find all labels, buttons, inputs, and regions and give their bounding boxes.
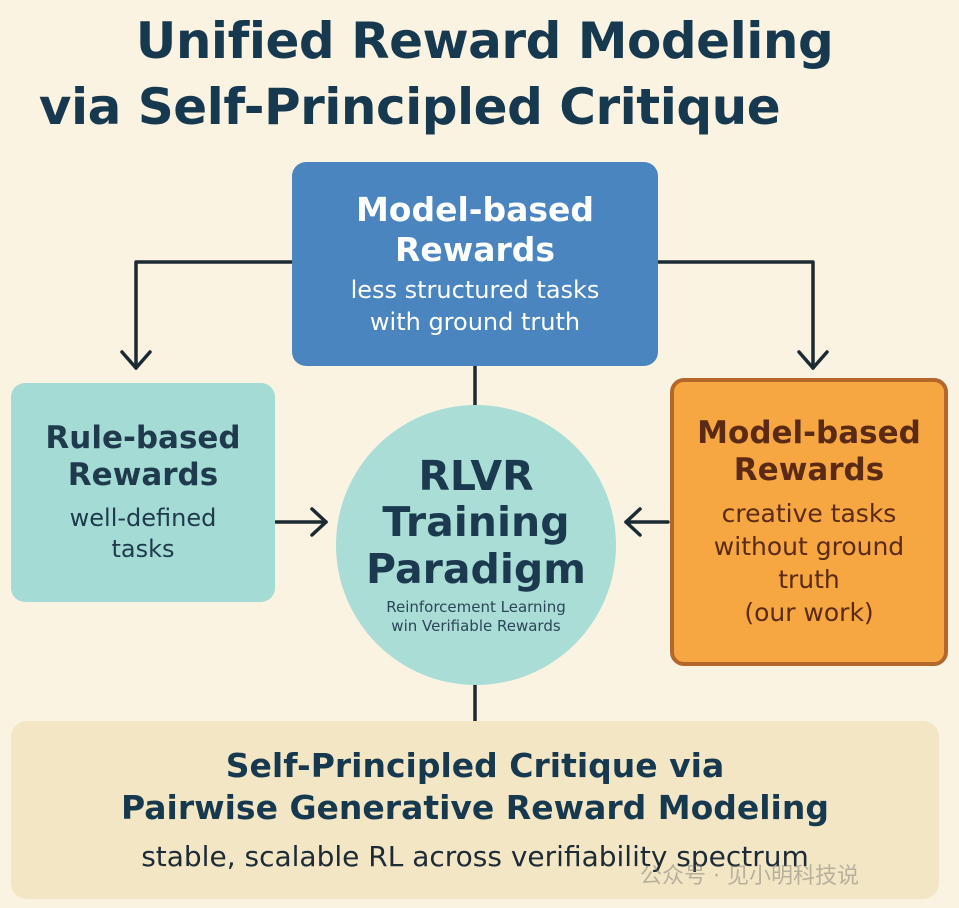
arrowhead-right-box-icon <box>797 350 829 370</box>
top-box-title-line-2: Rewards <box>394 229 556 269</box>
diagram-title: Unified Reward Modeling via Self-Princip… <box>0 8 959 140</box>
top-box-subtitle-line-1: less structured tasks <box>350 276 600 305</box>
bottom-box-title-line-1: Self-Principled Critique via <box>225 745 725 785</box>
left-box-title-line-1: Rule-based <box>45 420 241 457</box>
right-box-subtitle-line-4: (our work) <box>744 598 874 628</box>
center-title-line-2: Training <box>382 498 570 547</box>
center-title-line-3: Paradigm <box>366 544 586 593</box>
right-box-subtitle-line-2: without ground <box>713 532 905 562</box>
self-principled-critique-box: Self-Principled Critique via Pairwise Ge… <box>11 721 939 899</box>
left-box-title-line-2: Rewards <box>67 457 219 494</box>
left-box-subtitle-line-1: well-defined <box>69 503 217 532</box>
right-box-title-line-2: Rewards <box>733 452 885 488</box>
left-box-subtitle-line-2: tasks <box>111 534 175 563</box>
center-caption-line-1: Reinforcement Learning <box>386 597 566 616</box>
title-line-2: via Self-Principled Critique <box>38 78 781 136</box>
right-box-subtitle-line-1: creative tasks <box>721 499 897 529</box>
right-box-subtitle: creative tasks without ground truth (our… <box>674 497 944 629</box>
arrowhead-left-box-icon <box>120 350 152 370</box>
right-box-subtitle-line-3: truth <box>778 565 840 595</box>
bottom-box-subtitle: stable, scalable RL across verifiability… <box>141 840 809 874</box>
center-caption-line-2: win Verifiable Rewards <box>391 617 561 636</box>
center-title-line-1: RLVR <box>418 452 534 500</box>
arrowhead-into-center-right-icon <box>624 507 642 537</box>
top-box-subtitle-line-2: with ground truth <box>369 307 581 336</box>
center-caption: Reinforcement Learning win Verifiable Re… <box>386 598 566 637</box>
top-box-title-line-1: Model-based <box>355 190 595 230</box>
model-based-rewards-our-work-box: Model-based Rewards creative tasks witho… <box>670 378 948 666</box>
top-box-subtitle: less structured tasks with ground truth <box>292 275 658 337</box>
arrowhead-into-center-left-icon <box>310 507 328 537</box>
rlvr-center-circle: RLVR Training Paradigm Reinforcement Lea… <box>336 405 616 685</box>
rule-based-rewards-box: Rule-based Rewards well-defined tasks <box>11 383 275 602</box>
connector-top-to-left <box>134 260 294 370</box>
watermark-text: 公众号 · 见小明科技说 <box>640 864 859 889</box>
model-based-rewards-top-box: Model-based Rewards less structured task… <box>292 162 658 366</box>
bottom-box-title-line-2: Pairwise Generative Reward Modeling <box>120 787 829 827</box>
left-box-subtitle: well-defined tasks <box>11 503 275 565</box>
connector-top-to-right <box>656 260 815 370</box>
title-line-1: Unified Reward Modeling <box>135 12 834 70</box>
right-box-title-line-1: Model-based <box>697 414 921 451</box>
